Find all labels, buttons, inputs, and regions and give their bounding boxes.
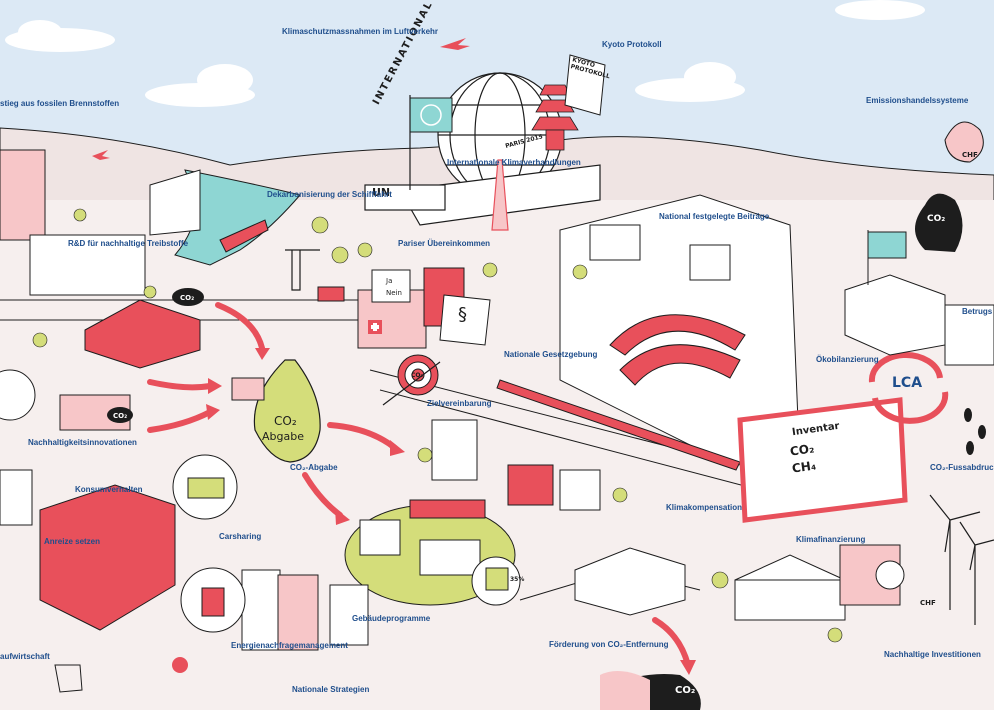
co2-cloud [172, 288, 204, 306]
hemicycle [609, 314, 746, 356]
parliament-building [559, 194, 801, 471]
label-strategien[interactable]: Nationale Strategien [292, 685, 370, 694]
percent-text: 35% [510, 576, 525, 583]
co2-text: CO₂ [675, 685, 696, 696]
label-emissionshandel[interactable]: Emissionshandelssysteme [866, 96, 969, 105]
un-text: UN [372, 186, 391, 199]
arrow-icon [382, 361, 441, 406]
truck [317, 286, 345, 302]
plane-icon [440, 38, 470, 50]
label-entfernung[interactable]: Förderung von CO₂-Entfernung [549, 640, 669, 649]
arrow-heads [206, 348, 696, 675]
bank-building [734, 554, 846, 621]
co2-smoke [600, 671, 650, 710]
houses [359, 499, 486, 576]
trees [32, 208, 843, 643]
co2-smoke [915, 193, 963, 252]
ballot-paper [371, 269, 411, 303]
dog-icon [54, 664, 83, 693]
battery-icon [201, 587, 225, 617]
label-kyoto[interactable]: Kyoto Protokoll [602, 40, 662, 49]
paragraph-text: § [458, 304, 467, 325]
chf-money [944, 121, 984, 163]
ballot-nein-text: Nein [386, 289, 402, 297]
co2-bag-text: CO₂ [274, 414, 297, 428]
label-konsum[interactable]: Konsumverhalten [75, 485, 143, 494]
pagoda [531, 84, 579, 151]
inventory-clipboard [737, 397, 908, 523]
hand-icon [231, 377, 265, 401]
label-pariser[interactable]: Pariser Übereinkommen [398, 239, 491, 248]
train [496, 379, 741, 471]
billboard [0, 469, 33, 526]
label-beitraege[interactable]: National festgelegte Beiträge [659, 212, 770, 221]
abgabe-bag-text: Abgabe [262, 430, 304, 443]
co2-text: CO₂ [113, 412, 128, 420]
label-carsharing[interactable]: Carsharing [219, 532, 262, 541]
co2-text: CO₂ [180, 294, 195, 302]
law-paper [439, 294, 491, 346]
lca-text: LCA [892, 375, 923, 391]
chf-text: CHF [920, 599, 936, 607]
label-klimaverhandlungen[interactable]: Internationale Klimaverhandlungen [447, 158, 581, 167]
cloud [5, 0, 925, 107]
label-gesetzgebung[interactable]: Nationale Gesetzgebung [504, 350, 598, 359]
label-energie[interactable]: Energienachfragemanagement [231, 641, 348, 650]
co2-tax-bag [253, 359, 321, 463]
city-towers [241, 419, 601, 651]
co2-inventar-text: CO₂ [789, 441, 816, 459]
label-kompensation[interactable]: Klimakompensation [666, 503, 743, 512]
un-flag [409, 97, 453, 133]
label-innovationen[interactable]: Nachhaltigkeitsinnovationen [28, 438, 137, 447]
wind-turbines [929, 494, 994, 625]
plane-icon [92, 150, 110, 160]
footprint-icon [964, 408, 986, 455]
ballot-ja-text: Ja [386, 277, 393, 285]
car-icon [187, 477, 225, 499]
kyoto-scroll [564, 54, 606, 116]
recycle-bin-icon [485, 567, 509, 591]
label-finanzierung[interactable]: Klimafinanzierung [796, 535, 866, 544]
flow-arrows [147, 302, 691, 668]
label-zielvereinbarung[interactable]: Zielvereinbarung [427, 399, 492, 408]
label-co2-abgabe[interactable]: CO₂-Abgabe [290, 463, 338, 472]
office-block [39, 484, 176, 631]
ship [219, 219, 269, 253]
label-gebaeude[interactable]: Gebäudeprogramme [352, 614, 431, 623]
label-betrugs[interactable]: Betrugs [962, 307, 993, 316]
label-luftverkehr[interactable]: Klimaschutzmassnahmen im Luftverkehr [282, 27, 439, 36]
label-schifffahrt[interactable]: Dekarbonisierung der Schifffahrt [267, 190, 392, 199]
eu-flag [867, 231, 907, 259]
label-treibstoffe[interactable]: R&D für nachhaltige Treibstoffe [68, 239, 189, 248]
lca-cycle-icon [868, 351, 943, 383]
ch4-text: CH₄ [791, 458, 817, 476]
target-icon [397, 354, 439, 396]
label-fussabdruck[interactable]: CO₂-Fussabdruck [930, 463, 994, 472]
co2-target-text: CO₂ [411, 372, 424, 379]
crane [285, 249, 320, 291]
eu-buildings [844, 274, 994, 366]
hemicycle [619, 344, 741, 386]
power-plant [574, 547, 686, 616]
label-ausstieg[interactable]: stieg aus fossilen Brennstoffen [0, 99, 120, 108]
co2-cloud [107, 407, 133, 423]
label-investitionen[interactable]: Nachhaltige Investitionen [884, 650, 981, 659]
pink-tree [172, 657, 188, 673]
co2-text: CO₂ [927, 214, 946, 224]
label-anreize[interactable]: Anreize setzen [44, 537, 101, 546]
eiffel-tower [491, 159, 509, 231]
factory [0, 149, 201, 431]
chf-text: CHF [962, 151, 978, 159]
un-emblem [420, 104, 442, 126]
label-oekobilanz[interactable]: Ökobilanzierung [816, 355, 879, 364]
label-kreislauf[interactable]: aufwirtschaft [0, 652, 50, 661]
